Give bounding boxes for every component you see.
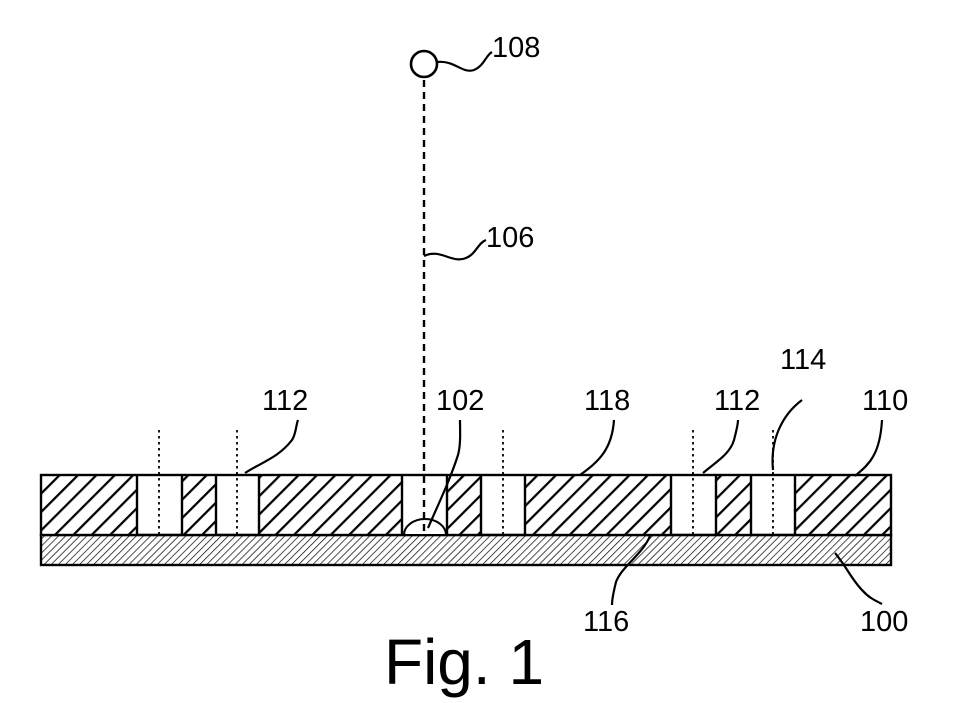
leader-110 xyxy=(855,420,882,476)
layer-segment xyxy=(795,475,891,535)
layer-segment xyxy=(182,475,216,535)
ref-label-108: 108 xyxy=(492,32,540,64)
layer-segment xyxy=(525,475,671,535)
ref-label-100: 100 xyxy=(860,606,908,638)
layer-segment xyxy=(259,475,402,535)
leader-112-left xyxy=(245,420,298,473)
leader-108 xyxy=(437,52,492,71)
leader-114 xyxy=(773,400,802,470)
layer-segment xyxy=(716,475,751,535)
ref-label-116: 116 xyxy=(583,606,629,638)
ref-label-102: 102 xyxy=(436,385,484,417)
layer-segment xyxy=(41,475,137,535)
ref-label-118: 118 xyxy=(584,385,630,417)
ref-label-112-left: 112 xyxy=(262,385,308,417)
ref-label-114: 114 xyxy=(780,344,826,376)
layer-segment xyxy=(447,475,481,535)
substrate-layer xyxy=(41,535,891,565)
leader-106 xyxy=(424,240,486,259)
leader-112-right xyxy=(703,420,738,473)
ref-label-106: 106 xyxy=(486,222,534,254)
leader-118 xyxy=(580,420,614,475)
ref-label-112-right: 112 xyxy=(714,385,760,417)
figure-caption: Fig. 1 xyxy=(384,626,544,698)
source-circle xyxy=(411,51,437,77)
ref-label-110: 110 xyxy=(862,385,908,417)
patterned-layer xyxy=(41,475,891,535)
